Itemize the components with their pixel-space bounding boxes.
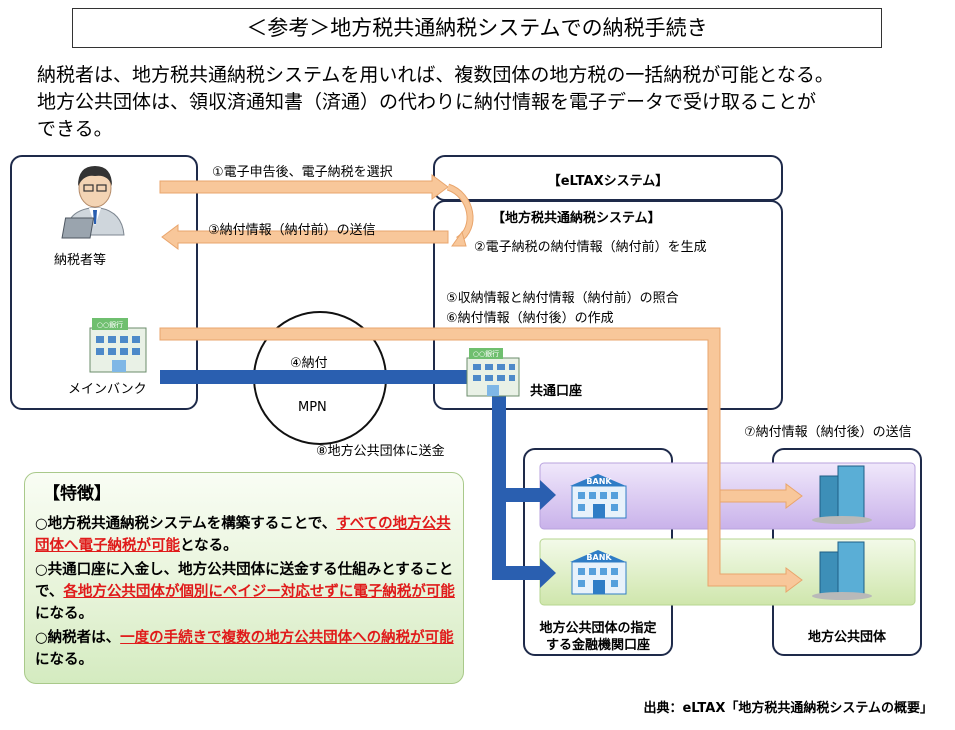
intro-line-3: できる。 [37,118,113,140]
feature-item-2-highlight: 各地方公共団体が個別にペイジー対応せずに電子納税が可能 [63,584,455,600]
taxpayer-icon [61,166,125,239]
common-account-label: 共通口座 [530,384,583,399]
taxpayer-label: 納税者等 [54,253,107,268]
svg-text:○○銀行: ○○銀行 [473,349,499,358]
finance-label-line-1: 地方公共団体の指定 [539,621,657,636]
step8-upper-arrow [492,392,556,510]
step6-label: ⑥納付情報（納付後）の作成 [446,311,614,326]
step5-label: ⑤収納情報と納付情報（納付前）の照合 [446,291,679,306]
feature-item-1-highlight: すべての地方公共団体へ電子納税が可能 [35,516,451,554]
finance-label-line-2: する金融機関口座 [545,638,650,653]
local-gov-label: 地方公共団体 [807,630,886,645]
step8-lower-arrow [492,502,556,588]
finance-bank-icon-lower: BANK [570,550,627,595]
local-gov-building-icon-lower [812,541,872,600]
svg-text:BANK: BANK [586,477,612,486]
common-account-bank-icon: ○○銀行 [466,348,520,397]
svg-text:○○銀行: ○○銀行 [97,320,123,329]
mpn-label: MPN [298,400,327,415]
step7-label: ⑦納付情報（納付後）の送信 [744,425,912,440]
local-gov-building-icon-upper [812,465,872,524]
step3-label: ③納付情報（納付前）の送信 [208,223,376,238]
feature-item-2: ○共通口座に入金し、地方公共団体に送金する仕組みとすることで、各地方公共団体が個… [35,562,455,622]
step1-arrow [159,174,449,200]
features-title: 【特徴】 [43,484,111,504]
finance-bank-icon-upper: BANK [570,474,627,519]
feature-item-3-highlight: 一度の手続きで複数の地方公共団体への納税が可能 [120,630,454,646]
step4-arrow [160,370,468,384]
page-title: ＜参考＞地方税共通納税システムでの納税手続き [72,8,882,48]
intro-line-1: 納税者は、地方税共通納税システムを用いれば、複数団体の地方税の一括納税が可能とな… [37,64,834,86]
step3-arrow [161,224,449,250]
step1-label: ①電子申告後、電子納税を選択 [212,165,393,180]
intro-line-2: 地方公共団体は、領収済通知書（済通）の代わりに納付情報を電子データで受け取ること… [37,91,817,113]
step7-route-arrow [159,327,803,593]
step4-label: ④納付 [290,356,328,371]
main-bank-label: メインバンク [68,382,147,397]
features-box: 【特徴】 ○地方税共通納税システムを構築することで、すべての地方公共団体へ電子納… [24,472,464,684]
svg-text:BANK: BANK [586,553,612,562]
eltax-label: 【eLTAXシステム】 [547,174,669,189]
common-system-label: 【地方税共通納税システム】 [492,211,661,226]
feature-item-1: ○地方税共通納税システムを構築することで、すべての地方公共団体へ電子納税が可能と… [35,516,451,554]
source-citation: 出典：eLTAX「地方税共通納税システムの概要」 [643,701,933,716]
step7-upper-arrow [719,483,803,509]
step2-label: ②電子納税の納付情報（納付前）を生成 [474,240,707,255]
main-bank-building-icon: ○○銀行 [89,318,147,373]
feature-item-3: ○納税者は、一度の手続きで複数の地方公共団体への納税が可能になる。 [35,630,454,668]
step8-label: ⑧地方公共団体に送金 [316,444,445,459]
